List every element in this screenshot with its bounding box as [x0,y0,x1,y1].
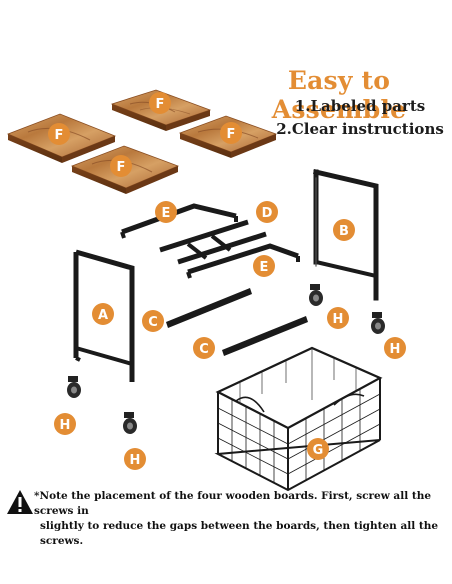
label-badge-e-upper: E [155,201,177,223]
svg-text:H: H [333,312,344,327]
label-badge-a: A [92,303,114,325]
label-badge-e-lower: E [253,255,275,277]
label-badge-f-left: F [48,123,70,145]
warning-icon [7,490,33,514]
svg-text:H: H [130,453,141,468]
label-badge-b: B [333,219,355,241]
assembly-note: *Note the placement of the four wooden b… [34,489,448,549]
label-badge-f-front: F [110,155,132,177]
headline: Easy to Assemble [271,66,407,124]
label-badge-h-1: H [327,307,349,329]
caster-wheel-1 [309,284,323,306]
svg-text:F: F [227,127,236,142]
svg-text:D: D [262,206,273,221]
feature-labeled-parts: 1.Labeled parts [294,97,426,115]
label-badge-h-2: H [384,337,406,359]
label-badge-f-top: F [149,92,171,114]
caster-wheel-3 [67,376,81,398]
crossbar-upper [166,288,252,328]
side-panel-right [312,168,379,301]
svg-text:F: F [117,160,126,175]
svg-text:F: F [156,97,165,112]
label-badge-h-4: H [124,448,146,470]
side-panel-left [73,249,135,382]
svg-text:C: C [148,315,158,330]
svg-text:H: H [390,342,401,357]
frame-e-upper [120,203,238,239]
svg-text:C: C [199,342,209,357]
feature-clear-instructions: 2.Clear instructions [276,120,444,138]
svg-text:B: B [339,224,349,239]
svg-text:F: F [55,128,64,143]
label-badge-c-upper: C [142,310,164,332]
crossbar-lower [222,316,308,356]
caster-wheel-4 [123,412,137,434]
label-badge-d: D [256,201,278,223]
frame-e-lower [186,243,300,279]
assembly-note-line-1: *Note the placement of the four wooden b… [34,490,432,517]
svg-text:A: A [98,308,108,323]
frame-d-middle [159,219,267,265]
caster-wheel-2 [371,312,385,334]
assembly-note-line-2: slightly to reduce the gaps between the … [40,520,439,547]
label-badge-h-3: H [54,413,76,435]
label-badge-f-right: F [220,122,242,144]
svg-text:H: H [60,418,71,433]
wire-basket [214,346,383,492]
svg-text:E: E [260,260,269,275]
svg-text:E: E [162,206,171,221]
label-badge-g: G [307,438,329,460]
svg-text:G: G [313,443,324,458]
label-badge-c-lower: C [193,337,215,359]
